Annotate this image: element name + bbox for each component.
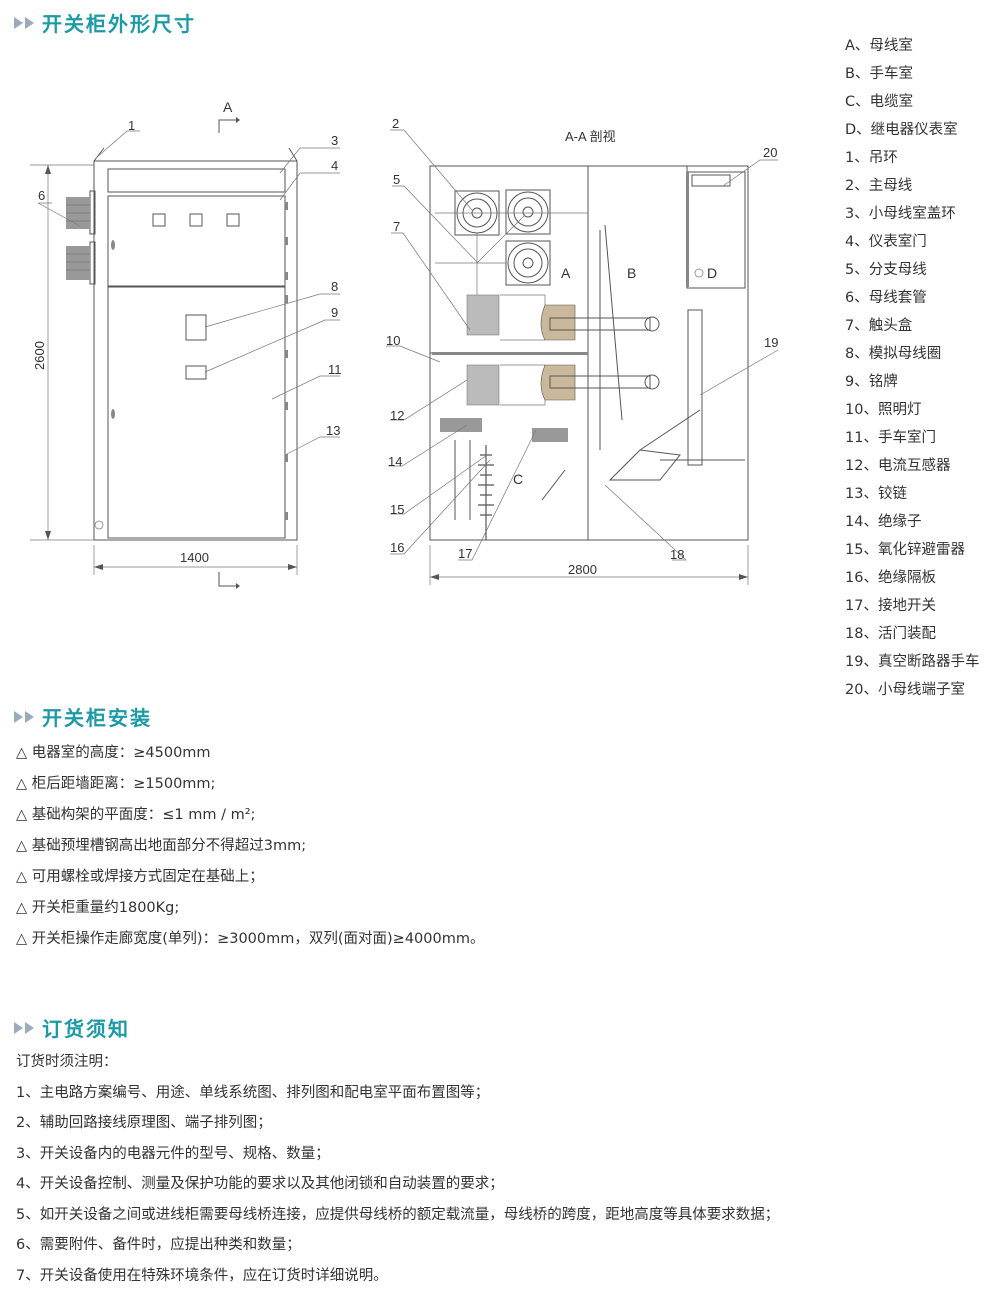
room-label-d: D	[707, 265, 717, 281]
legend-item: 2、主母线	[845, 178, 913, 194]
legend-item: 4、仪表室门	[845, 234, 927, 250]
requirement-item: △ 可用螺栓或焊接方式固定在基础上；	[16, 869, 264, 885]
dimension-width: 1400	[180, 550, 209, 565]
requirement-item: △ 基础构架的平面度：≤1 mm / m²;	[16, 807, 256, 823]
callout-9: 9	[331, 305, 338, 320]
note-item: 4、开关设备控制、测量及保护功能的要求以及其他闭锁和自动装置的要求；	[16, 1176, 504, 1192]
section-marker-label: A	[223, 99, 233, 115]
requirement-item: △ 开关柜操作走廊宽度(单列)：≥3000mm，双列(面对面)≥4000mm。	[16, 931, 485, 947]
section-heading-installation: 开关柜安装	[14, 702, 152, 731]
legend-item: 3、小母线室盖环	[845, 206, 956, 222]
front-view-drawing: A 2600 1400 1 3 4 6 8 9 11 13	[30, 99, 342, 589]
small-busbar-panel	[107, 168, 286, 193]
legend-item: 7、触头盒	[845, 318, 913, 334]
legend-item: 12、电流互感器	[845, 458, 951, 474]
note-item: 1、主电路方案编号、用途、单线系统图、排列图和配电室平面布置图等；	[16, 1084, 490, 1101]
legend-item: 15、氧化锌避雷器	[845, 542, 965, 558]
legend-item: 11、手车室门	[845, 430, 936, 446]
legend-item: 8、模拟母线圈	[845, 346, 942, 362]
callout-1: 1	[128, 118, 135, 133]
legend-item: 17、接地开关	[845, 598, 936, 614]
callout-13: 13	[326, 423, 340, 438]
callout-15: 15	[390, 502, 404, 517]
legend-item: 20、小母线端子室	[845, 682, 965, 698]
legend-item: C、电缆室	[845, 94, 914, 110]
legend-item: A、母线室	[845, 38, 913, 54]
callout-17: 17	[458, 546, 472, 561]
double-arrow-icon	[14, 16, 34, 29]
legend-item: 19、真空断路器手车	[845, 654, 980, 670]
room-label-b: B	[627, 265, 636, 281]
legend-item: 1、吊环	[845, 150, 898, 166]
installation-requirements: △ 电器室的高度：≥4500mm △ 柜后距墙距离：≥1500mm; △ 基础构…	[16, 743, 485, 960]
section-view-title: A-A 剖视	[565, 129, 616, 144]
callout-11: 11	[328, 362, 342, 377]
dimension-height: 2600	[32, 341, 47, 370]
double-arrow-icon	[14, 710, 34, 723]
requirement-item: △ 基础预埋槽钢高出地面部分不得超过3mm;	[16, 838, 307, 854]
note-item: 2、辅助回路接线原理图、端子排列图；	[16, 1115, 272, 1131]
callout-12: 12	[390, 408, 404, 423]
legend-item: 16、绝缘隔板	[845, 570, 936, 586]
ordering-notes: 订货时须注明： 1、主电路方案编号、用途、单线系统图、排列图和配电室平面布置图等…	[16, 1052, 779, 1296]
callout-2: 2	[392, 116, 399, 131]
callout-16: 16	[390, 540, 404, 555]
legend-item: B、手车室	[845, 66, 913, 82]
double-arrow-icon	[14, 1021, 34, 1034]
callout-6: 6	[38, 188, 45, 203]
callout-5: 5	[393, 172, 400, 187]
callout-14: 14	[388, 454, 402, 469]
callout-7: 7	[393, 219, 400, 234]
requirement-item: △ 电器室的高度：≥4500mm	[16, 745, 211, 761]
section-heading-dimensions: 开关柜外形尺寸	[14, 8, 196, 37]
callout-8: 8	[331, 279, 338, 294]
callout-20: 20	[763, 145, 777, 160]
callout-19: 19	[764, 335, 778, 350]
legend-item: 5、分支母线	[845, 262, 927, 278]
room-label-a: A	[561, 265, 571, 281]
note-item: 订货时须注明：	[16, 1054, 118, 1070]
trolley-door	[107, 286, 286, 539]
callout-3: 3	[331, 133, 338, 148]
section-heading-ordering: 订货须知	[14, 1013, 130, 1042]
component-legend: A、母线室 B、手车室 C、电缆室 D、继电器仪表室 1、吊环 2、主母线 3、…	[845, 36, 979, 708]
mimic-bus-plate	[185, 314, 207, 341]
legend-item: 9、铭牌	[845, 374, 898, 390]
requirement-item: △ 柜后距墙距离：≥1500mm;	[16, 776, 216, 792]
dimension-depth: 2800	[568, 562, 597, 577]
note-item: 5、如开关设备之间或进线柜需要母线桥连接，应提供母线桥的额定载流量，母线桥的跨度…	[16, 1206, 780, 1223]
legend-item: 6、母线套管	[845, 290, 927, 306]
instrument-door	[107, 195, 286, 287]
note-item: 6、需要附件、备件时，应提出种类和数量；	[16, 1237, 301, 1253]
note-item: 7、开关设备使用在特殊环境条件，应在订货时详细说明。	[16, 1267, 388, 1284]
legend-item: D、继电器仪表室	[845, 122, 958, 138]
legend-item: 18、活门装配	[845, 626, 936, 642]
legend-item: 14、绝缘子	[845, 514, 922, 530]
room-label-c: C	[513, 471, 523, 487]
callout-18: 18	[670, 547, 684, 562]
callout-10: 10	[386, 333, 400, 348]
section-view-drawing: A-A 剖视 A B C D 2800 2 5 7 10 12 14 15 16…	[386, 116, 778, 585]
callout-4: 4	[331, 158, 338, 173]
requirement-item: △ 开关柜重量约1800Kg;	[16, 900, 180, 916]
note-item: 3、开关设备内的电器元件的型号、规格、数量；	[16, 1145, 330, 1162]
legend-item: 13、铰链	[845, 486, 907, 502]
nameplate	[185, 365, 207, 380]
legend-item: 10、照明灯	[845, 402, 922, 418]
cabinet-outline	[93, 160, 298, 541]
